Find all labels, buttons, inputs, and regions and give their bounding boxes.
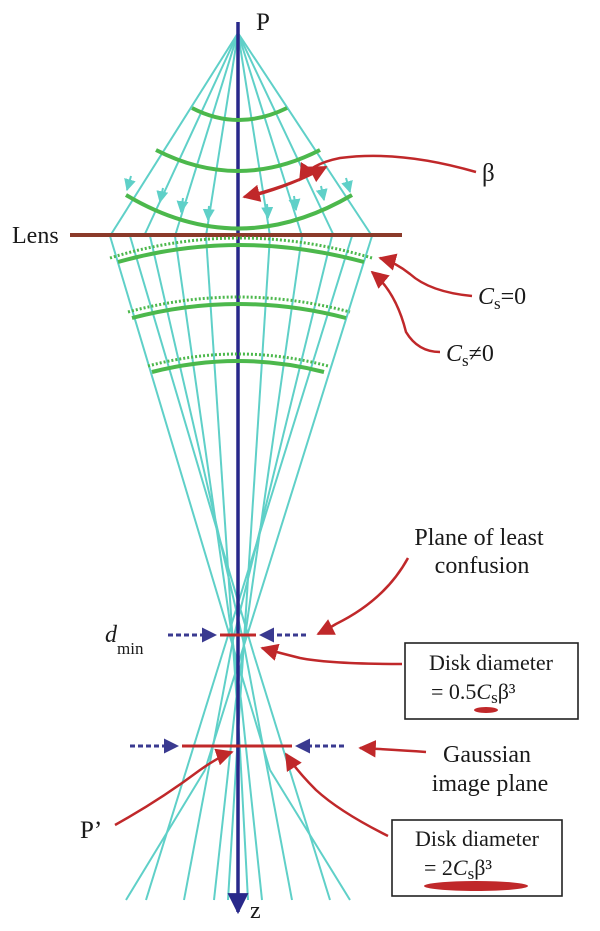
ray xyxy=(236,235,271,751)
callout-arrows xyxy=(114,253,473,838)
ray xyxy=(205,235,241,751)
disk-ellipse-icon xyxy=(424,881,528,891)
ray xyxy=(242,639,293,901)
wavefront xyxy=(191,106,288,122)
disk-ellipse-icon xyxy=(474,707,498,713)
curved-arrow-icon xyxy=(316,557,410,636)
beta-label: β xyxy=(482,160,495,187)
lens-label: Lens xyxy=(12,223,59,249)
curved-arrow-icon xyxy=(378,253,473,298)
curved-arrow-icon xyxy=(284,752,389,838)
disk-diameter-box-gaussian: Disk diameter = 2Csβ³ xyxy=(391,819,563,897)
ray xyxy=(109,235,271,771)
point-object-label: P xyxy=(256,9,270,36)
ray xyxy=(240,699,263,901)
beta-angle-arrow xyxy=(242,154,477,202)
curved-arrow-icon xyxy=(260,643,403,666)
ray xyxy=(253,654,331,901)
curved-arrow-icon xyxy=(358,740,427,758)
ray xyxy=(237,32,373,237)
curved-arrow-icon xyxy=(114,748,234,827)
refracted-rays xyxy=(109,235,373,901)
ray-direction-arrows xyxy=(124,175,353,222)
cs-nonzero-label: Cs≠0 xyxy=(446,341,494,370)
wavefront xyxy=(155,148,321,173)
ray xyxy=(204,235,373,771)
ray xyxy=(213,699,237,901)
ray xyxy=(129,235,255,656)
ray xyxy=(143,32,239,237)
wavefront-cs-zero xyxy=(147,352,329,368)
gaussian-plane-label: Gaussian image plane xyxy=(432,742,549,797)
ray xyxy=(235,235,303,701)
ray xyxy=(109,32,239,237)
wavefront-cs-zero xyxy=(109,236,373,260)
wavefront xyxy=(124,193,354,231)
axis-label-z: z xyxy=(250,898,261,924)
wavefront-cs-zero xyxy=(127,295,351,314)
plane-least-confusion-label: Plane of least confusion xyxy=(414,525,549,579)
wavefront-cs-nonzero xyxy=(131,302,347,320)
point-image-label: P’ xyxy=(80,817,102,844)
dmin-label: dmin xyxy=(105,622,144,658)
refracted-wavefronts xyxy=(109,236,373,374)
ray xyxy=(237,32,335,237)
svg-text:= 2Csβ³: = 2Csβ³ xyxy=(424,855,492,883)
svg-text:Disk diameter: Disk diameter xyxy=(429,650,554,675)
ray xyxy=(183,639,234,901)
wavefront-cs-nonzero xyxy=(117,243,365,264)
ray xyxy=(237,32,303,237)
ray xyxy=(237,32,271,237)
disk-diameter-box-least-confusion: Disk diameter = 0.5Csβ³ xyxy=(404,642,579,720)
svg-text:= 0.5Csβ³: = 0.5Csβ³ xyxy=(431,679,516,707)
cs-zero-label: Cs=0 xyxy=(478,284,526,313)
dashed-marker-arrows xyxy=(130,627,344,754)
ray xyxy=(227,749,238,901)
ray xyxy=(174,235,242,701)
ray xyxy=(239,749,249,901)
ray xyxy=(174,32,239,237)
curved-arrow-icon xyxy=(370,270,441,354)
svg-text:Disk diameter: Disk diameter xyxy=(415,826,540,851)
ray xyxy=(145,654,223,901)
incident-wavefronts xyxy=(124,106,354,231)
incident-rays xyxy=(109,32,373,237)
wavefront-cs-nonzero xyxy=(151,359,325,374)
ray xyxy=(205,32,239,237)
